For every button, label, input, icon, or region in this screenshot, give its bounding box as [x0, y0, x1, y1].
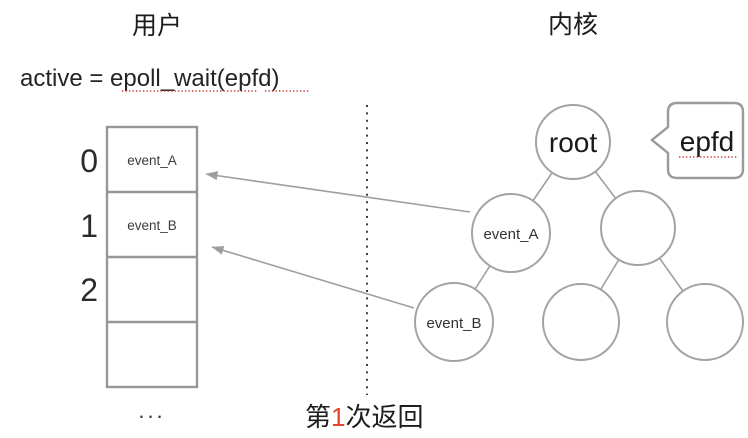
event-b-node-label: event_B — [426, 315, 481, 332]
array-ellipsis: ... — [138, 398, 165, 423]
caption-suffix: 次返回 — [345, 402, 423, 432]
epfd-callout-label: epfd — [680, 126, 735, 157]
arrow-event-b-to-slot1 — [211, 246, 415, 309]
array-cell-1-label: event_B — [127, 218, 177, 233]
epoll-wait-code-line: active = epoll_wait(epfd) — [20, 65, 279, 92]
user-space-title: 用户 — [132, 12, 182, 40]
arrow-event-a-to-slot0 — [205, 171, 471, 213]
tree-node-empty-leaf-right — [666, 283, 744, 361]
tree-node-event-a — [471, 193, 551, 273]
kernel-space-title: 内核 — [548, 11, 598, 39]
caption-number: 1 — [331, 402, 345, 432]
array-index-1: 1 — [80, 208, 98, 244]
return-count-caption: 第1次返回 — [305, 402, 424, 432]
tree-node-root — [535, 104, 611, 180]
array-index-0: 0 — [80, 143, 98, 179]
array-index-2: 2 — [80, 272, 98, 308]
root-node-label: root — [549, 127, 597, 158]
ready-array — [105, 125, 199, 389]
tree-nodes — [414, 104, 744, 362]
epfd-callout-bubble — [650, 101, 745, 180]
tree-node-event-b — [414, 282, 494, 362]
event-a-node-label: event_A — [483, 226, 538, 243]
array-cell-0-label: event_A — [127, 153, 177, 168]
tree-node-empty-right — [600, 190, 676, 266]
tree-node-empty-leaf-left — [542, 283, 620, 361]
caption-prefix: 第 — [305, 402, 331, 432]
